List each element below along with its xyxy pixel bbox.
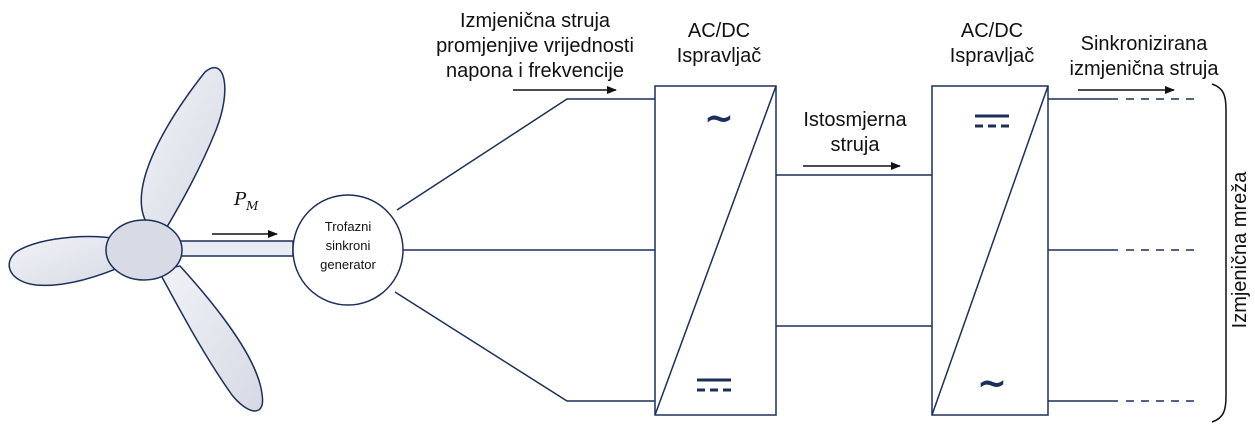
turbine-blade-top	[140, 66, 226, 233]
generator-label-line2: sinkroni	[326, 238, 371, 253]
phase-line-1	[396, 98, 655, 211]
rectifier-1-diagonal	[654, 85, 777, 416]
rectifier-1-title-line2: Ispravljač	[677, 45, 761, 67]
generator-label-line1: Trofazni	[325, 219, 372, 234]
synchronous-generator: Trofazni sinkroni generator	[292, 194, 404, 306]
grid-bracket	[1211, 83, 1227, 423]
turbine-blade-left	[8, 235, 133, 287]
dc-symbol-icon	[697, 378, 731, 392]
ac-input-label-line1: Izmjenična struja	[460, 10, 611, 32]
rectifier-1: AC/DC Ispravljač ~	[654, 20, 777, 416]
sync-label-line1: Sinkronizirana	[1081, 33, 1209, 55]
ac-input-label-line2: promjenjive vrijednosti	[436, 35, 634, 57]
generator-label-line3: generator	[320, 257, 376, 272]
rectifier-2-title-line2: Ispravljač	[950, 45, 1034, 67]
rectifier-2-title-line1: AC/DC	[961, 20, 1023, 42]
turbine-hub	[105, 219, 183, 281]
rectifier-2-diagonal	[931, 85, 1049, 416]
ac-input-label-line3: napona i frekvencije	[446, 60, 624, 82]
ac-symbol-icon: ~	[977, 363, 1007, 404]
grid-label: Izmjenična mreža	[1229, 171, 1251, 329]
sync-label-line2: izmjenična struja	[1070, 58, 1220, 80]
dc-symbol-icon	[975, 114, 1009, 128]
dc-label-line2: struja	[831, 134, 881, 156]
mechanical-power-label: PM	[233, 189, 259, 213]
turbine-blade-bottom	[156, 265, 264, 412]
phase-line-3	[394, 291, 655, 402]
rectifier-1-title-line1: AC/DC	[688, 20, 750, 42]
wind-turbine	[8, 66, 294, 412]
ac-symbol-icon: ~	[704, 98, 734, 139]
dc-label-line1: Istosmjerna	[803, 109, 907, 131]
rectifier-2: AC/DC Ispravljač ~	[931, 20, 1049, 416]
